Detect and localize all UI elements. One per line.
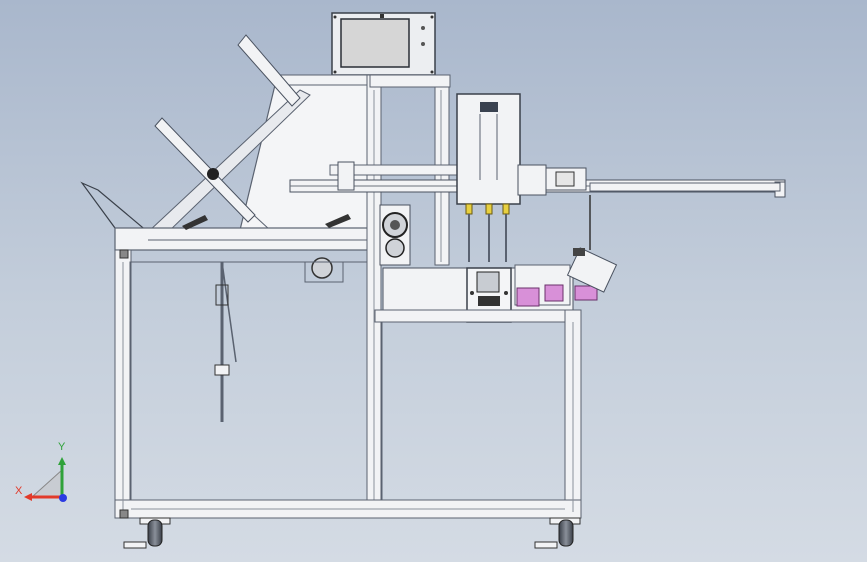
drive-roller-assembly[interactable] [304,204,411,283]
feed-tray[interactable] [80,181,374,251]
caster-right [534,517,581,549]
coordinate-triad [24,457,67,502]
hinge-knob [207,168,219,180]
x-axis-label: X [15,485,23,497]
cylinder-housing[interactable] [456,93,587,262]
z-axis-dot [59,494,67,502]
caster-left [123,517,171,549]
support-rod [214,261,237,422]
ejector-assembly[interactable] [514,195,618,307]
y-axis-label: Y [58,441,66,453]
hmi-screen [340,18,410,68]
hmi-panel[interactable] [331,12,436,76]
lower-frame [114,249,582,519]
